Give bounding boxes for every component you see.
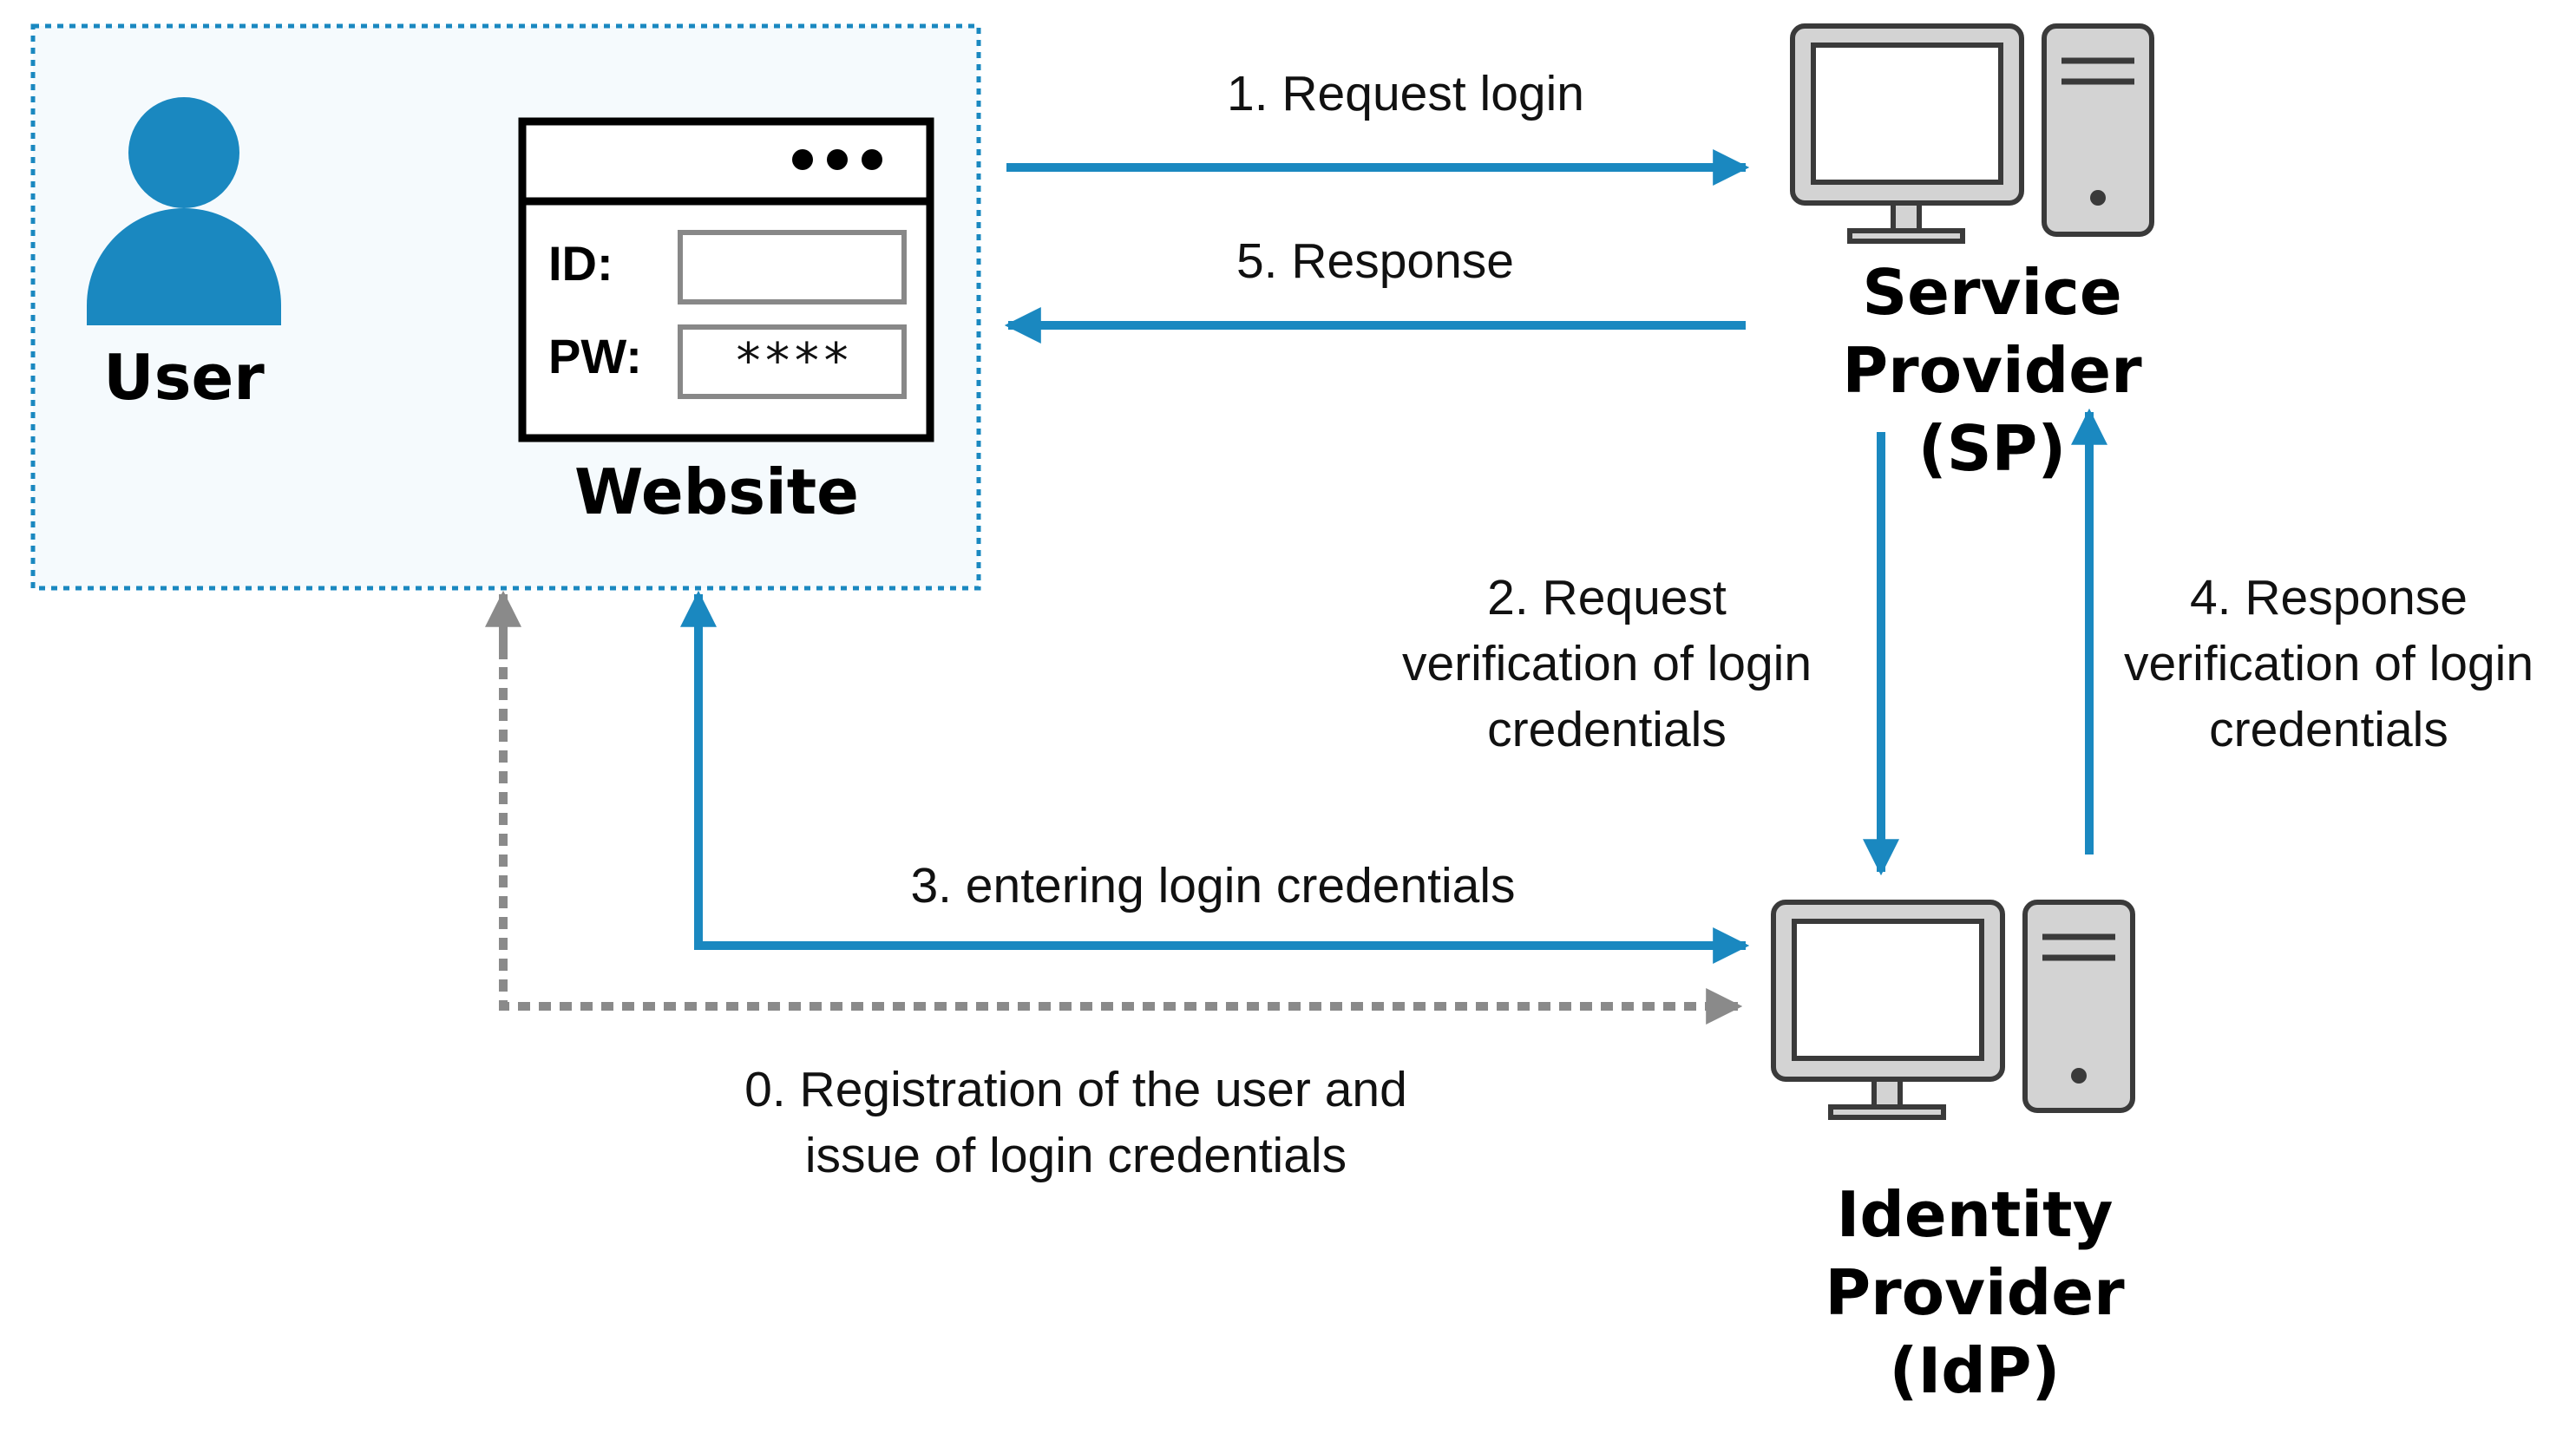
website-label: Website — [574, 455, 859, 528]
website-window: ID: PW: **** — [518, 117, 934, 442]
pw-value: **** — [734, 333, 851, 390]
step-3-label: 3. entering login credentials — [910, 858, 1515, 913]
svg-text:Provider: Provider — [1842, 334, 2142, 407]
svg-text:(SP): (SP) — [1918, 412, 2066, 485]
svg-text:(IdP): (IdP) — [1890, 1334, 2061, 1407]
svg-text:0. Registration of the user an: 0. Registration of the user and — [744, 1062, 1407, 1117]
step-1-label: 1. Request login — [1227, 66, 1584, 121]
svg-text:4. Response: 4. Response — [2190, 570, 2468, 625]
svg-text:Identity: Identity — [1837, 1178, 2114, 1251]
svg-text:credentials: credentials — [2209, 702, 2448, 757]
arrow-step-3 — [694, 594, 1750, 964]
service-provider-computer-icon — [1790, 23, 2154, 244]
user-icon — [87, 97, 281, 325]
svg-text:issue of login credentials: issue of login credentials — [805, 1128, 1347, 1183]
step-2-label: 2. Request verification of login credent… — [1402, 570, 1812, 757]
user-label: User — [103, 341, 265, 414]
svg-text:credentials: credentials — [1487, 702, 1727, 757]
svg-text:Provider: Provider — [1825, 1256, 2125, 1329]
svg-text:2. Request: 2. Request — [1487, 570, 1727, 625]
arrow-step-0 — [499, 646, 1743, 1025]
pw-label: PW: — [548, 329, 642, 383]
id-input[interactable] — [678, 230, 907, 304]
service-provider-label: Service Provider (SP) — [1842, 256, 2142, 485]
window-dots-icon — [792, 149, 882, 170]
pw-input[interactable] — [678, 324, 907, 399]
step-4-label: 4. Response verification of login creden… — [2124, 570, 2533, 757]
identity-provider-computer-icon — [1771, 900, 2135, 1120]
svg-text:verification of login: verification of login — [2124, 636, 2533, 691]
identity-provider-label: Identity Provider (IdP) — [1825, 1178, 2125, 1407]
svg-text:Service: Service — [1862, 256, 2121, 329]
step-0-label: 0. Registration of the user and issue of… — [744, 1062, 1407, 1183]
step-5-label: 5. Response — [1236, 233, 1514, 289]
svg-text:verification of login: verification of login — [1402, 636, 1812, 691]
id-label: ID: — [548, 236, 613, 291]
